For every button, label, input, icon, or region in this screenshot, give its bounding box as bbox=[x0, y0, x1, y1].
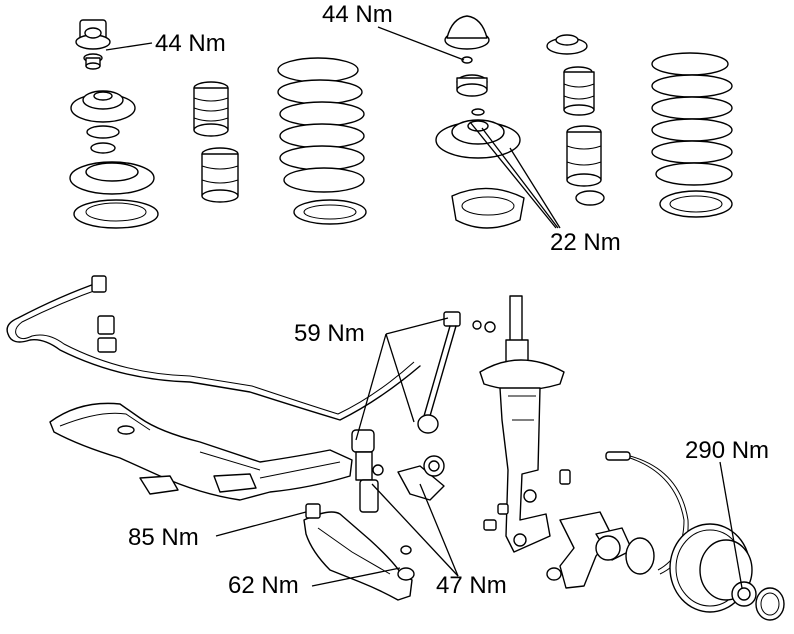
top-right-coil-spring bbox=[651, 52, 733, 218]
top-right-dust-boot bbox=[566, 125, 605, 206]
top-left-coil-spring bbox=[277, 57, 367, 225]
top-right-bump-stop bbox=[546, 34, 595, 116]
stabilizer-bar bbox=[6, 275, 421, 421]
top-left-upper-mount bbox=[70, 90, 136, 154]
torque-label-control-arm: 62 Nm bbox=[228, 572, 299, 599]
top-left-bump-stop bbox=[193, 81, 229, 137]
abs-sensor bbox=[605, 451, 689, 575]
lower-ball-joint-parts bbox=[351, 429, 445, 555]
torque-label-hub: 290 Nm bbox=[685, 437, 769, 464]
strut bbox=[479, 295, 571, 553]
control-arm bbox=[303, 503, 415, 601]
top-right-strut-mount bbox=[435, 108, 521, 159]
steering-knuckle bbox=[546, 511, 655, 589]
top-right-cap bbox=[444, 15, 490, 97]
top-right-spring-seat bbox=[451, 187, 525, 229]
torque-label-strut-mount: 22 Nm bbox=[550, 229, 621, 256]
subframe bbox=[49, 402, 353, 501]
torque-label-ball-joint: 47 Nm bbox=[436, 572, 507, 599]
top-left-spring-seat bbox=[69, 161, 159, 229]
torque-label-subframe: 85 Nm bbox=[128, 524, 199, 551]
torque-label-top-left-nut: 44 Nm bbox=[155, 30, 226, 57]
torque-label-top-right-nut: 44 Nm bbox=[322, 1, 393, 28]
torque-label-stabilizer-link: 59 Nm bbox=[294, 320, 365, 347]
top-left-nut-assembly bbox=[75, 19, 111, 70]
stabilizer-link bbox=[417, 311, 496, 434]
leader-lines bbox=[105, 26, 743, 589]
top-left-dust-boot bbox=[201, 147, 239, 203]
wheel-hub bbox=[669, 523, 785, 621]
